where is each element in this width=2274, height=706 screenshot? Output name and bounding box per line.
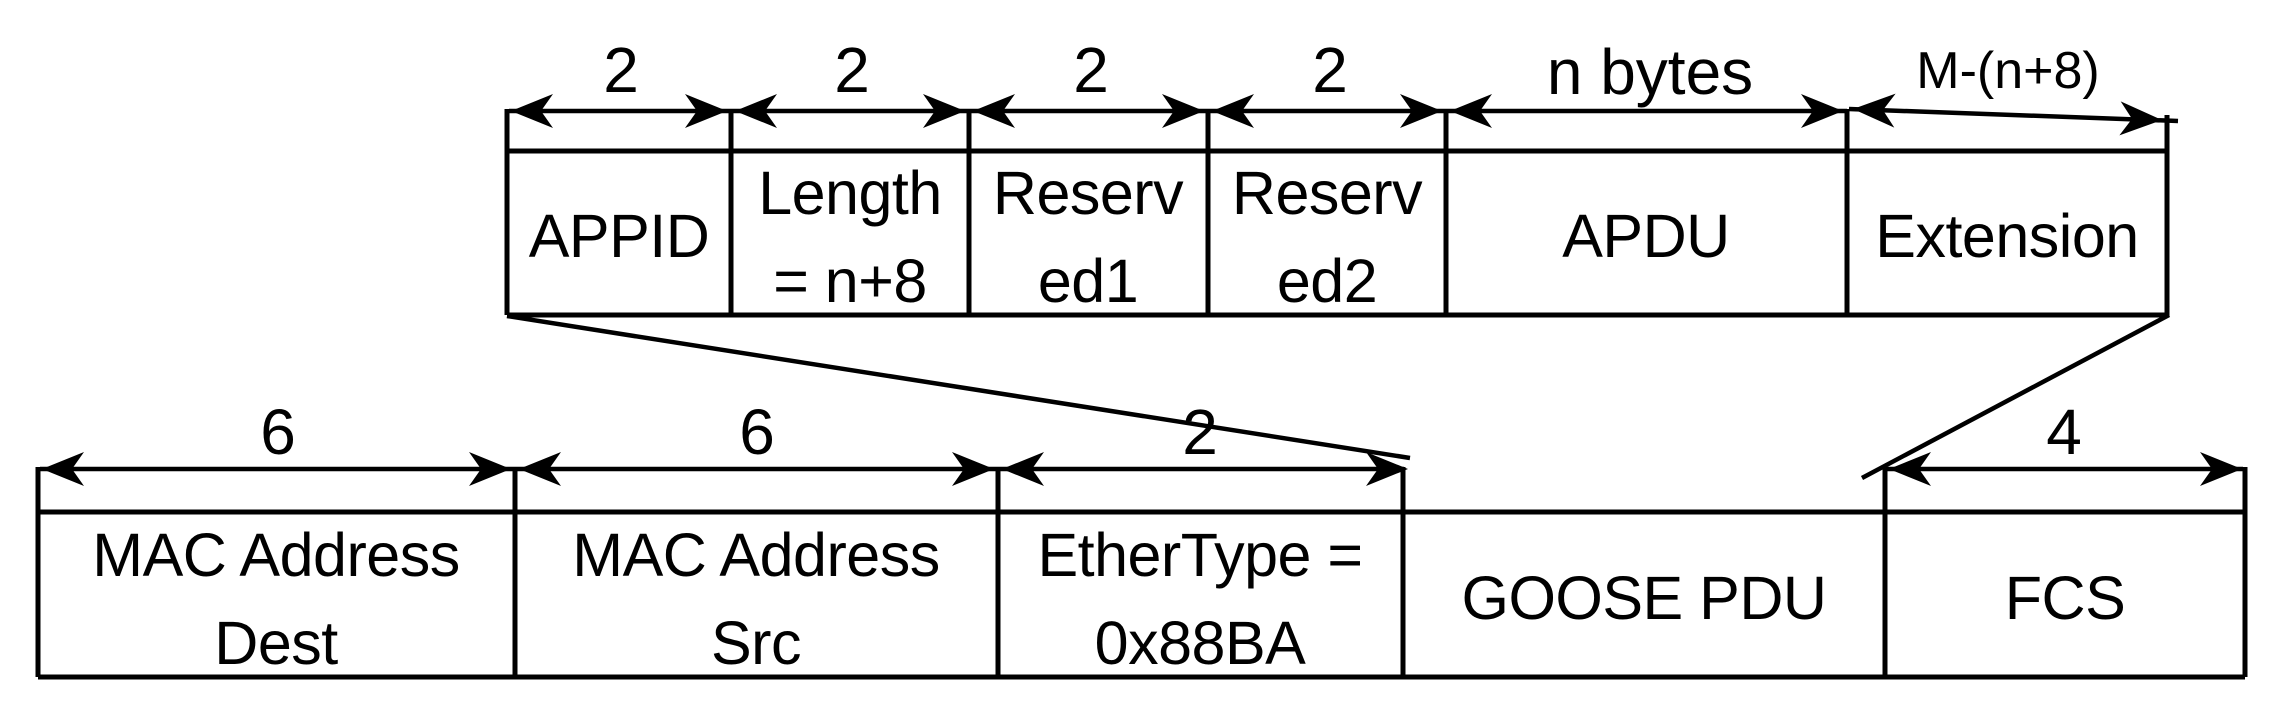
apdu-row-grid [504, 109, 2170, 318]
field-reserved1-line2: ed1 [1038, 247, 1138, 315]
frame-row-field-labels: MAC Address Dest MAC Address Src EtherTy… [92, 521, 2125, 677]
field-mac-dest-line1: MAC Address [92, 521, 459, 589]
field-length-line2: = n+8 [773, 247, 927, 315]
field-extension: Extension [1875, 202, 2138, 270]
apdu-size-reserved1: 2 [1073, 34, 1109, 106]
field-appid: APPID [529, 202, 710, 270]
apdu-size-reserved2: 2 [1312, 34, 1348, 106]
frame-size-mac-src: 6 [739, 396, 775, 468]
expansion-lines [506, 313, 2171, 480]
frame-row-arrowheads [42, 452, 2242, 486]
expansion-line-left [506, 313, 1411, 461]
field-ethertype-line2: 0x88BA [1095, 609, 1306, 677]
apdu-row-field-labels: APPID Length = n+8 Reserv ed1 Reserv ed2… [529, 159, 2139, 315]
field-reserved2-line2: ed2 [1277, 247, 1377, 315]
frame-size-fcs: 4 [2046, 396, 2082, 468]
field-mac-src-line2: Src [711, 609, 801, 677]
field-length-line1: Length [758, 159, 942, 227]
field-mac-src-line1: MAC Address [572, 521, 939, 589]
field-apdu: APDU [1562, 202, 1729, 270]
field-reserved1-line1: Reserv [993, 159, 1184, 227]
frame-row-grid [35, 467, 2248, 680]
frame-size-mac-dest: 6 [260, 396, 296, 468]
frame-size-ethertype: 2 [1182, 396, 1218, 468]
expansion-line-right [1860, 313, 2171, 480]
apdu-row-size-labels: 2 2 2 2 n bytes M-(n+8) [603, 34, 2100, 108]
frame-row-size-labels: 6 6 2 4 [260, 396, 2082, 468]
apdu-row-arrowheads [511, 93, 2162, 136]
field-ethertype-line1: EtherType = [1037, 521, 1362, 589]
field-mac-dest-line2: Dest [214, 609, 338, 677]
field-reserved2-line1: Reserv [1232, 159, 1423, 227]
field-fcs: FCS [2005, 564, 2126, 632]
apdu-size-apdu: n bytes [1547, 36, 1753, 108]
apdu-size-appid: 2 [603, 34, 639, 106]
apdu-size-extension: M-(n+8) [1916, 42, 2099, 100]
apdu-size-length: 2 [834, 34, 870, 106]
field-goose-pdu: GOOSE PDU [1462, 564, 1827, 632]
